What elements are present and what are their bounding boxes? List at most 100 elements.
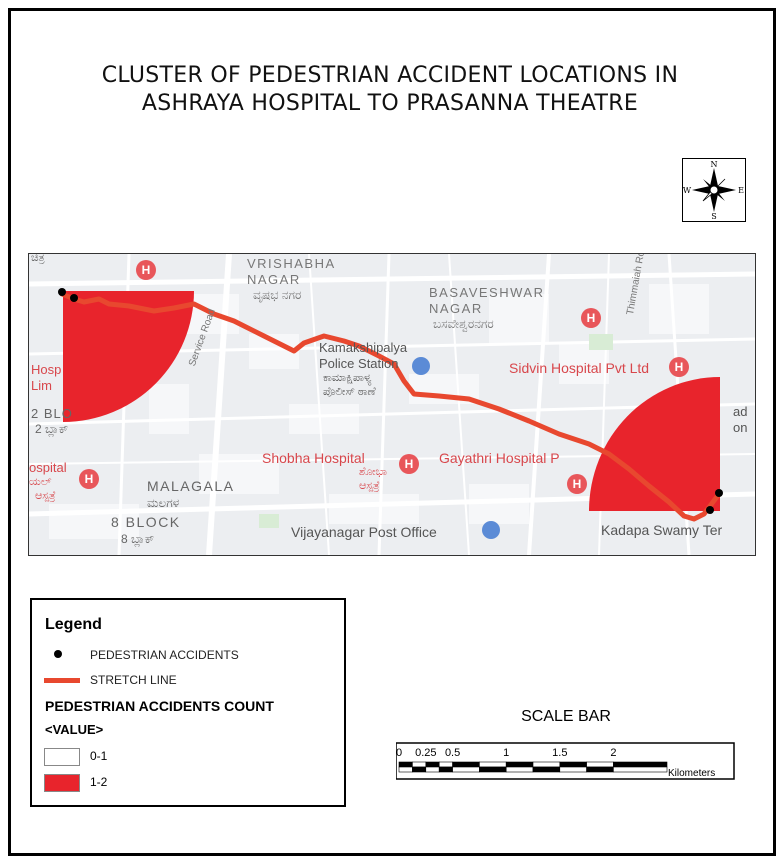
post-office-icon xyxy=(482,521,500,539)
scale-bar-segment xyxy=(532,766,561,773)
scale-bar-segment xyxy=(412,761,427,768)
scale-bar-tick-label: 1 xyxy=(503,747,509,759)
map-label-kamakshi-kn: ಕಾಮಾಕ್ಷಿಪಾಳ್ಯ xyxy=(323,372,372,384)
legend-point-label: PEDESTRIAN ACCIDENTS xyxy=(90,648,239,662)
hospital-icon xyxy=(79,469,99,489)
map-label-2-block: 2 BLO xyxy=(31,406,73,421)
scale-bar: SCALE BAR 0 0.25 0.5 1 1.5 2 Kilometers xyxy=(396,706,736,782)
map-label-8-block: 8 BLOCK xyxy=(111,514,181,530)
map-label-8-block-kn: 8 ಬ್ಲಾಕ್ xyxy=(121,532,155,546)
accident-zone-west xyxy=(63,291,194,422)
map-label-shobha: Shobha Hospital xyxy=(262,450,365,466)
map-label-shobha-kn-2: ಆಸ್ಪತ್ರೆ xyxy=(359,480,380,492)
scale-bar-title: SCALE BAR xyxy=(521,708,611,725)
legend-count-title: PEDESTRIAN ACCIDENTS COUNT xyxy=(45,698,274,714)
hospital-markers xyxy=(79,260,689,539)
map-frame xyxy=(8,8,776,856)
hospital-icon xyxy=(669,357,689,377)
legend-line-symbol xyxy=(44,678,80,683)
scale-bar-tick-label: 2 xyxy=(610,747,616,759)
police-icon xyxy=(412,357,430,375)
hospital-icon xyxy=(581,308,601,328)
east-letter: E xyxy=(738,186,744,195)
accident-point xyxy=(706,506,714,514)
accident-point xyxy=(70,294,78,302)
scale-bar-unit: Kilometers xyxy=(668,768,715,779)
map-label-hosp-left: Hosp xyxy=(31,362,62,377)
svg-text:H: H xyxy=(675,360,684,374)
scale-bar-tick-label: 0.25 xyxy=(415,747,436,759)
map-title-line-1: CLUSTER OF PEDESTRIAN ACCIDENT LOCATIONS… xyxy=(101,63,679,88)
scale-bar-segment xyxy=(452,766,480,773)
scale-bar-segment xyxy=(398,761,413,768)
map-label-vrishabha: VRISHABHA xyxy=(247,256,336,271)
scale-bar-segment xyxy=(452,761,480,768)
map-label-kadapa: Kadapa Swamy Ter xyxy=(601,522,723,538)
south-letter: S xyxy=(711,212,716,221)
west-letter: W xyxy=(683,186,692,195)
stretch-line xyxy=(59,291,722,522)
legend-title: Legend xyxy=(45,616,102,633)
map-label-malagala: MALAGALA xyxy=(147,478,235,494)
accident-point xyxy=(715,489,723,497)
legend-value-label: <VALUE> xyxy=(45,722,104,737)
svg-text:H: H xyxy=(85,472,94,486)
map-label-nagar-2: NAGAR xyxy=(429,301,483,316)
map-title: CLUSTER OF PEDESTRIAN ACCIDENT LOCATIONS… xyxy=(20,62,760,118)
legend-class-1-swatch xyxy=(44,748,80,766)
map-label-malagala-kn: ಮಲಗಳ xyxy=(147,496,180,510)
map-label-right-ad: ad xyxy=(733,404,748,419)
svg-text:H: H xyxy=(405,457,414,471)
svg-text:H: H xyxy=(573,477,582,491)
map-label-basaveshwar: BASAVESHWAR xyxy=(429,285,545,300)
map-title-line-2: ASHRAYA HOSPITAL TO PRASANNA THEATRE xyxy=(141,91,639,116)
accident-point xyxy=(58,288,66,296)
hospital-icon xyxy=(136,260,156,280)
scale-bar-segment xyxy=(425,766,440,773)
map-label-hospital-left-kn: ಯಲ್ xyxy=(29,476,52,488)
scale-bar-segment xyxy=(438,761,453,768)
scale-bar-segment xyxy=(613,761,668,768)
scale-bar-segment xyxy=(479,761,507,768)
accident-zone-east xyxy=(589,377,720,511)
scale-bar-segment xyxy=(412,766,427,773)
compass-rose-icon: N S W E xyxy=(683,160,744,221)
scale-bar-segment xyxy=(559,761,587,768)
map-label-2-block-kn: 2 ಬ್ಲಾಕ್ xyxy=(35,422,69,436)
map-label-shobha-kn: ಶೋಭಾ xyxy=(359,466,388,478)
scale-bar-segment xyxy=(505,766,534,773)
scale-bar-tick-label: 1.5 xyxy=(552,747,567,759)
scale-bar-segment xyxy=(505,761,534,768)
scale-bar-segment xyxy=(479,766,507,773)
map-view[interactable]: H H H H H H ಚಿತ್ರ VRISHABHA NAGAR ವೃಷಭ ನಗರ B… xyxy=(28,253,756,556)
hospital-icon xyxy=(399,454,419,474)
map-label-hospital-left-kn-2: ಆಸ್ಪತ್ರೆ xyxy=(35,490,56,502)
scale-bar-segment xyxy=(559,766,587,773)
scale-bar-segment xyxy=(586,766,614,773)
map-label-top-left: ಚಿತ್ರ xyxy=(31,253,45,264)
scale-bar-segment xyxy=(438,766,453,773)
scale-bar-segment xyxy=(586,761,614,768)
map-label-vrishabha-kn: ವೃಷಭ ನಗರ xyxy=(253,288,302,302)
legend-class-2-swatch xyxy=(44,774,80,792)
basemap-svg: H H H H H H xyxy=(29,254,755,555)
svg-text:H: H xyxy=(142,263,151,277)
svg-text:H: H xyxy=(587,311,596,325)
map-label-nagar-1: NAGAR xyxy=(247,272,301,287)
legend-class-2-label: 1-2 xyxy=(90,775,108,789)
scale-bar-segment xyxy=(532,761,561,768)
legend-line-label: STRETCH LINE xyxy=(90,673,177,687)
scale-bar-segment xyxy=(425,761,440,768)
map-label-police-station: Police Station xyxy=(319,356,399,371)
scale-bar-tick-label: 0.5 xyxy=(445,747,460,759)
hospital-icon xyxy=(567,474,587,494)
map-label-basaveshwar-kn: ಬಸವೇಶ್ವರನಗರ xyxy=(433,317,494,331)
legend-class-1-label: 0-1 xyxy=(90,749,108,763)
scale-bar-tick-label: 0 xyxy=(396,747,402,759)
map-label-hospital-left: ospital xyxy=(29,460,67,475)
map-label-police-kn: ಪೊಲೀಸ್ ಠಾಣೆ xyxy=(323,386,376,398)
north-arrow: N S W E xyxy=(682,158,746,222)
map-label-right-on: on xyxy=(733,420,748,435)
scale-bar-graphic: 0 0.25 0.5 1 1.5 2 Kilometers xyxy=(396,742,735,780)
map-label-gayathri: Gayathri Hospital P xyxy=(439,450,560,466)
